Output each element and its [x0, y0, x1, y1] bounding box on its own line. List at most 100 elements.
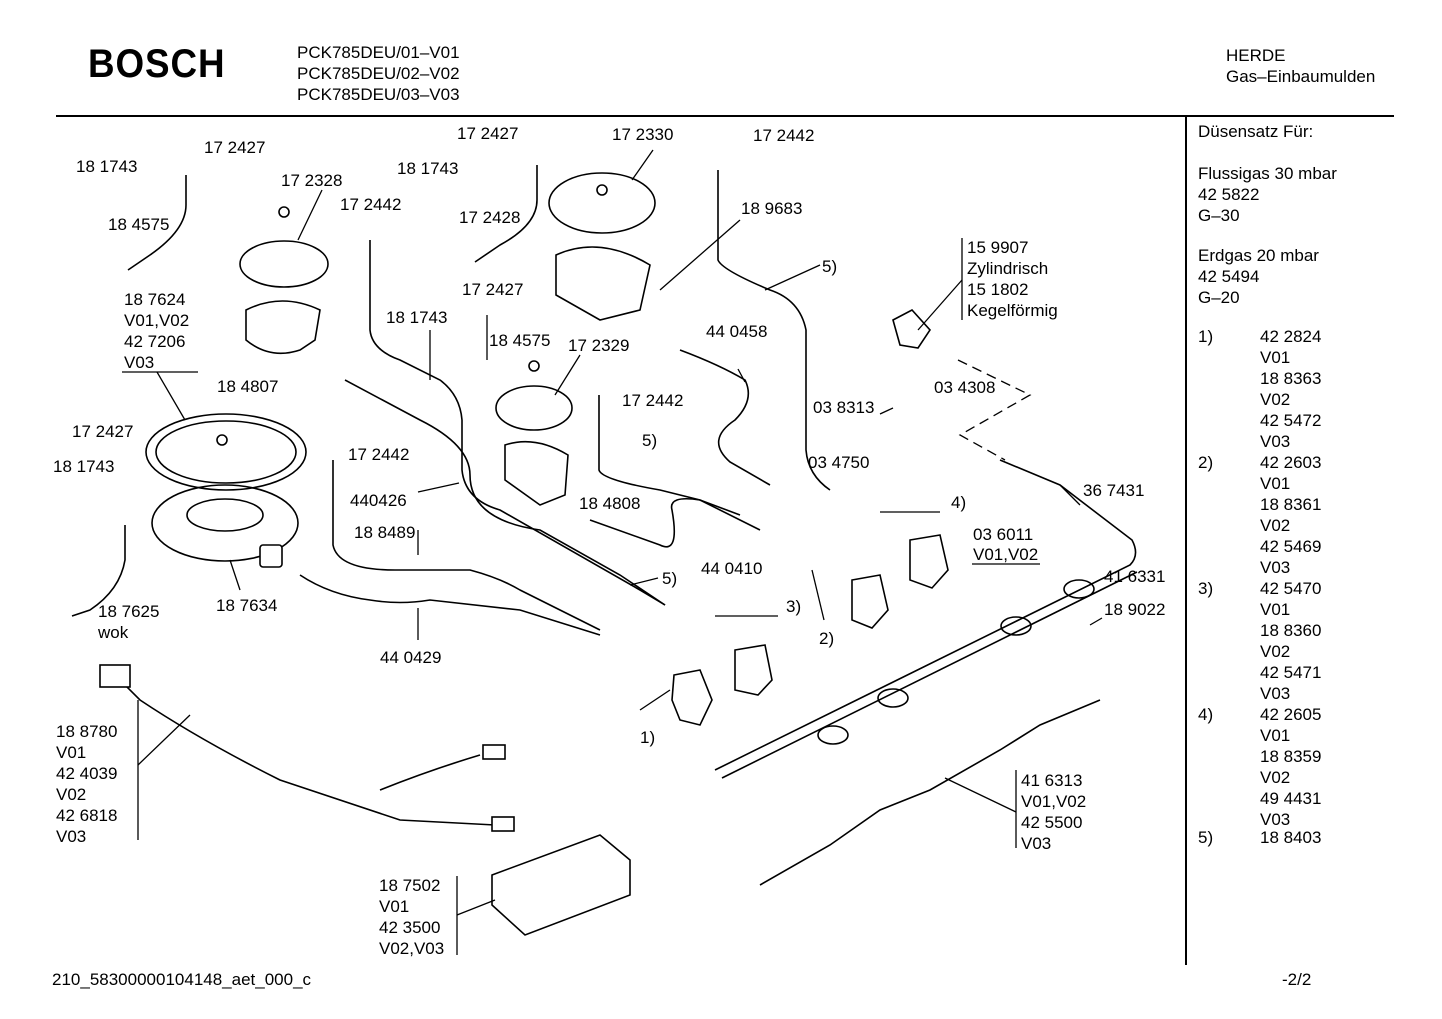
- part-label: V01,V02: [1021, 792, 1086, 811]
- part-label: 42 5500: [1021, 813, 1082, 832]
- gas-pipe: [299, 574, 601, 636]
- page-number: -2/2: [1282, 970, 1312, 989]
- entry-code: V02: [1260, 768, 1291, 787]
- sidebar-divider: [1185, 117, 1187, 965]
- leader-line: [659, 219, 741, 291]
- leader-line: [1059, 484, 1081, 506]
- part-label: 03 4308: [934, 378, 995, 397]
- part-label: 17 2442: [622, 391, 683, 410]
- leader-line: [137, 714, 191, 766]
- entry-code: V01: [1260, 348, 1291, 367]
- gas-type: Flussigas 30 mbar: [1198, 164, 1337, 183]
- entry-code: 18 8403: [1260, 828, 1322, 847]
- part-label: 44 0429: [380, 648, 441, 667]
- entry-code: V02: [1260, 516, 1291, 535]
- part-labels: 17 2427 18 1743 18 4575 17 2328 17 2442 …: [53, 124, 1165, 958]
- part-label: 2): [819, 629, 834, 648]
- part-label: V03: [56, 827, 86, 846]
- burner-aperture: [817, 725, 849, 745]
- part-label: 18 1743: [53, 457, 114, 476]
- part-label: 440426: [350, 491, 407, 510]
- entry-codes: 42 2824 V01 18 8363 V02 42 5472 V03: [1260, 326, 1321, 452]
- entry-number: 3): [1198, 579, 1214, 598]
- leader-line: [629, 577, 659, 586]
- connector: [99, 664, 131, 688]
- part-label: 44 0410: [701, 559, 762, 578]
- thermocouple: [369, 240, 666, 606]
- part-label: 42 6818: [56, 806, 117, 825]
- part-label: 18 7502: [379, 876, 440, 895]
- header-divider: [56, 115, 1394, 117]
- part-label: V01: [56, 743, 86, 762]
- category-subtitle: Gas–Einbaumulden: [1226, 67, 1376, 86]
- part-label: 18 4807: [217, 377, 278, 396]
- burner-aperture: [1000, 616, 1032, 636]
- model-number: PCK785DEU/02–V02: [297, 64, 460, 83]
- part-label: wok: [97, 623, 129, 642]
- gas-code: G–30: [1198, 206, 1240, 225]
- part-label: V02: [56, 785, 86, 804]
- leader-line: [417, 482, 460, 493]
- part-label: 36 7431: [1083, 481, 1144, 500]
- thermocouple: [598, 395, 761, 531]
- burner-cap: [239, 240, 329, 288]
- screw: [596, 184, 608, 196]
- model-number: PCK785DEU/01–V01: [297, 43, 460, 62]
- gas-valve: [909, 534, 949, 589]
- part-label: Zylindrisch: [967, 259, 1048, 278]
- igniter-electrode: [127, 175, 187, 271]
- brand-logo: BOSCH: [88, 42, 226, 86]
- part-label: 18 9022: [1104, 600, 1165, 619]
- part-label: V02,V03: [379, 939, 444, 958]
- leader-line: [811, 569, 825, 621]
- burner-aperture: [1063, 579, 1095, 599]
- burner-inlet: [259, 544, 283, 568]
- model-list: PCK785DEU/01–V01 PCK785DEU/02–V02 PCK785…: [297, 42, 460, 105]
- leader-line: [639, 689, 671, 711]
- entry-codes: 18 8403: [1260, 827, 1321, 848]
- burner-cap-ring: [145, 413, 307, 491]
- entry-code: 42 2824: [1260, 327, 1322, 346]
- elbow-fitting: [892, 309, 932, 349]
- gas-valve: [851, 574, 889, 629]
- burner-cap-ring: [155, 420, 297, 484]
- part-label: Kegelförmig: [967, 301, 1058, 320]
- entry-code: V03: [1260, 432, 1291, 451]
- burner-base-inner: [186, 498, 264, 532]
- leader-line: [1089, 617, 1103, 626]
- assembly-link: [957, 359, 1032, 461]
- gas-part-number: 42 5822: [1198, 185, 1260, 204]
- category-title: HERDE: [1226, 46, 1286, 65]
- spark-generator: [491, 834, 631, 936]
- part-label: 18 7634: [216, 596, 277, 615]
- part-label: 15 9907: [967, 238, 1028, 257]
- part-label: 18 1743: [386, 308, 447, 327]
- part-label: V03: [1021, 834, 1051, 853]
- part-label: 42 7206: [124, 332, 185, 351]
- thermocouple: [717, 170, 831, 491]
- burner-aperture: [877, 688, 909, 708]
- entry-code: V03: [1260, 810, 1291, 829]
- part-label: 18 7624: [124, 290, 185, 309]
- part-label: 18 1743: [397, 159, 458, 178]
- entry-code: V02: [1260, 642, 1291, 661]
- burner-cap: [495, 385, 573, 431]
- burner-body: [555, 246, 651, 321]
- burner-base: [151, 484, 299, 562]
- part-label: 17 2330: [612, 125, 673, 144]
- part-label: 18 9683: [741, 199, 802, 218]
- burner-body: [504, 440, 569, 506]
- part-label: 17 2442: [753, 126, 814, 145]
- entry-code: V01: [1260, 726, 1291, 745]
- entry-code: V03: [1260, 558, 1291, 577]
- leader-line: [917, 279, 963, 331]
- product-category: HERDE Gas–Einbaumulden: [1226, 45, 1375, 87]
- entry-code: V01: [1260, 600, 1291, 619]
- leader-line: [156, 371, 186, 421]
- part-label: 42 3500: [379, 918, 440, 937]
- entry-codes: 42 2603 V01 18 8361 V02 42 5469 V03: [1260, 452, 1321, 578]
- part-label: 4): [951, 493, 966, 512]
- part-label: 18 1743: [76, 157, 137, 176]
- entry-code: V02: [1260, 390, 1291, 409]
- entry-code: V01: [1260, 474, 1291, 493]
